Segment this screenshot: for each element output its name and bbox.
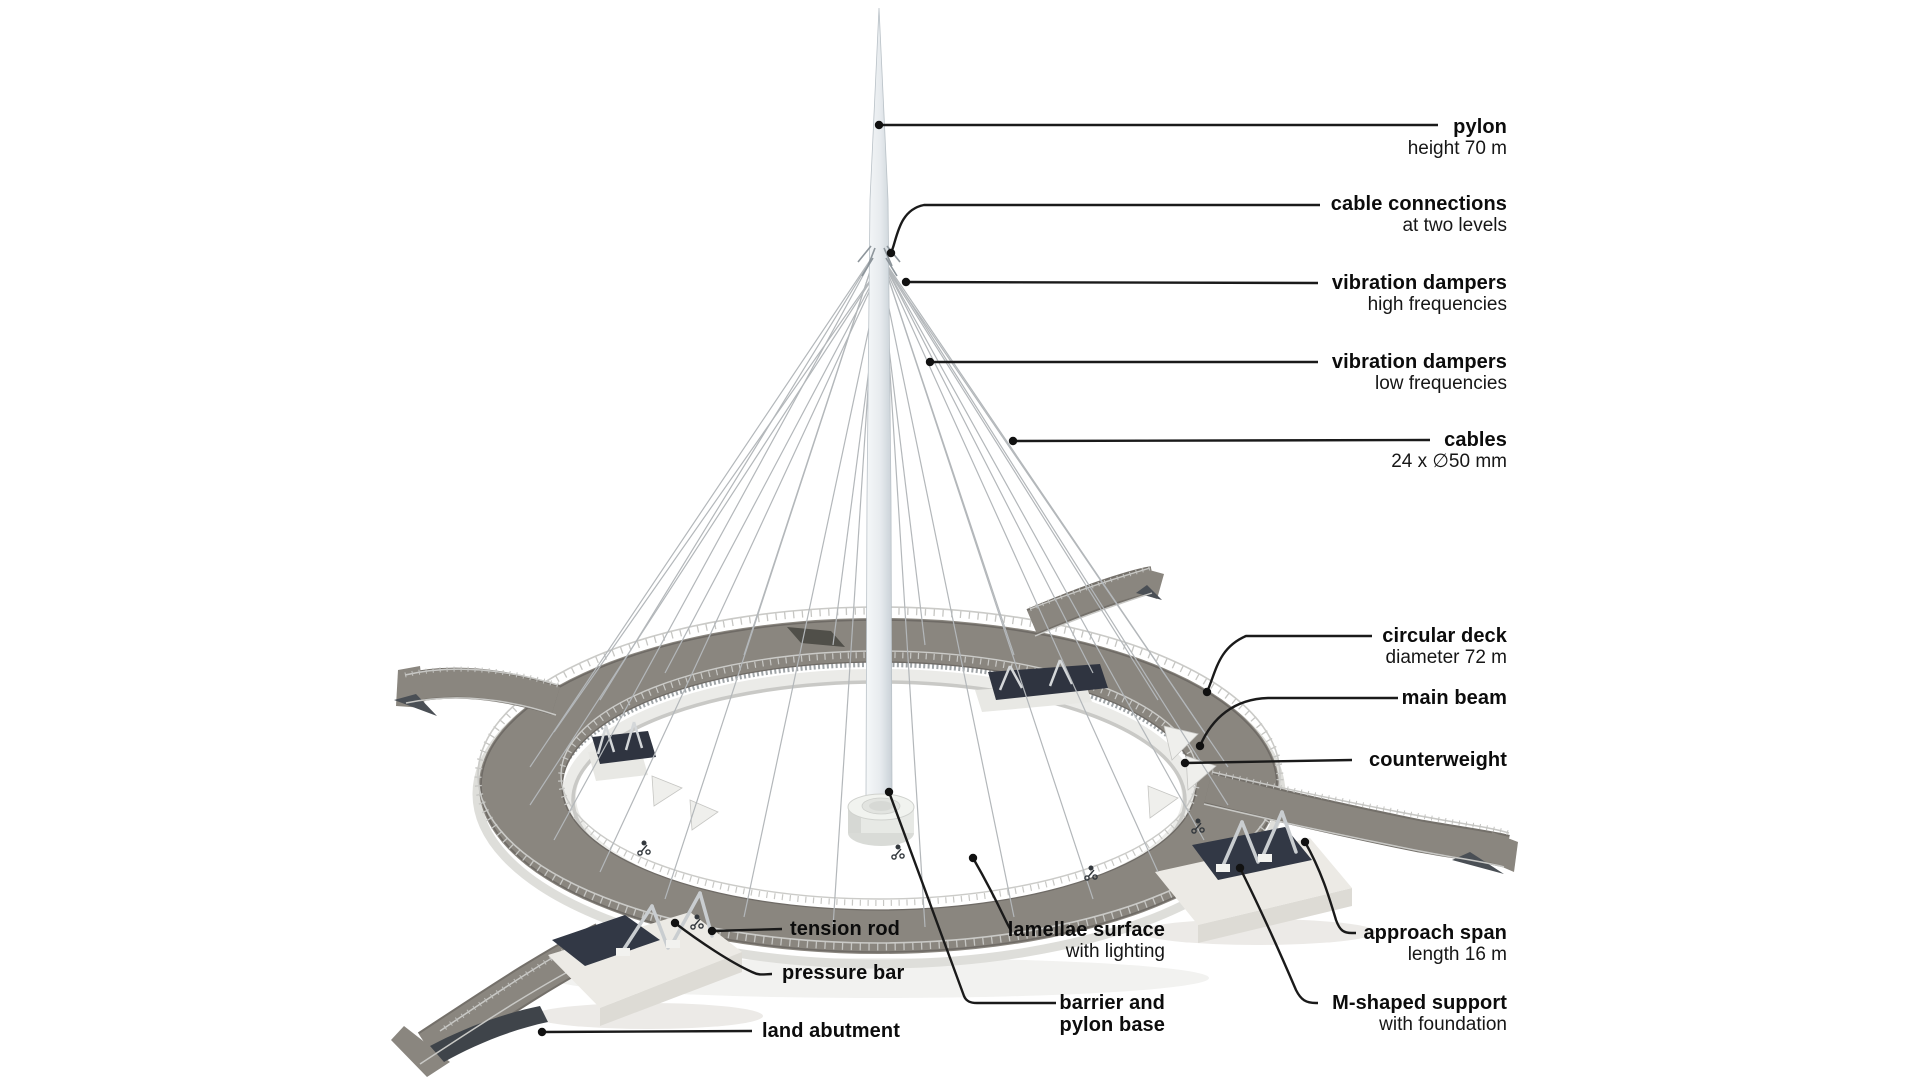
label-subtitle: with lighting: [1065, 941, 1165, 962]
label-pressure-bar: pressure bar: [782, 962, 904, 984]
ramp-east: [1203, 769, 1518, 874]
label-pylon: pylon height 70 m: [1408, 116, 1507, 160]
label-title: pressure bar: [782, 962, 905, 984]
label-counterweight: counterweight: [1369, 749, 1507, 771]
label-subtitle: with foundation: [1379, 1014, 1507, 1035]
leader-lines: [541, 123, 1438, 1034]
pylon-shadow: [787, 627, 845, 647]
approach-ramps: [391, 565, 1518, 1077]
cyclists: [637, 818, 1205, 930]
ramp-northeast: [1026, 565, 1164, 637]
counterweights: [651, 725, 1217, 831]
label-title: lamellae surface: [1007, 919, 1165, 941]
label-title: barrier and: [1059, 992, 1165, 1014]
label-subtitle: high frequencies: [1367, 294, 1507, 315]
label-title: circular deck: [1382, 625, 1507, 647]
label-title: land abutment: [762, 1020, 900, 1042]
label-cables: cables 24 x ∅50 mm: [1391, 429, 1507, 473]
pylon-base: [847, 793, 915, 846]
label-title: M-shaped support: [1332, 992, 1507, 1014]
ramp-west: [394, 666, 561, 716]
label-subtitle: height 70 m: [1407, 138, 1507, 159]
m-support-rods-east: [1220, 810, 1298, 870]
label-title: pylon: [1453, 116, 1507, 138]
label-vibration-dampers-high: vibration dampers high frequencies: [1332, 272, 1507, 316]
label-title: counterweight: [1369, 749, 1507, 771]
label-subtitle: low frequencies: [1374, 373, 1507, 394]
label-title: approach span: [1363, 922, 1507, 944]
label-title: tension rod: [790, 918, 900, 940]
label-main-beam: main beam: [1402, 687, 1507, 709]
label-title: cable connections: [1330, 193, 1507, 215]
label-title-line2: pylon base: [1059, 1014, 1165, 1036]
label-approach-span: approach span length 16 m: [1363, 922, 1507, 966]
label-lamellae-surface: lamellae surface with lighting: [1008, 919, 1165, 963]
label-cable-connections: cable connections at two levels: [1331, 193, 1507, 237]
label-barrier-and-pylon-base: barrier and pylon base: [1059, 992, 1165, 1036]
label-title: cables: [1444, 429, 1507, 451]
label-title: vibration dampers: [1331, 351, 1507, 373]
label-vibration-dampers-low: vibration dampers low frequencies: [1332, 351, 1507, 395]
label-subtitle: at two levels: [1402, 215, 1507, 236]
leader-dots: [537, 120, 1310, 1037]
label-subtitle: diameter 72 m: [1385, 647, 1507, 668]
label-subtitle: length 16 m: [1407, 944, 1507, 965]
label-subtitle: 24 x ∅50 mm: [1391, 451, 1507, 472]
label-land-abutment: land abutment: [762, 1020, 900, 1042]
label-m-shaped-support: M-shaped support with foundation: [1332, 992, 1507, 1036]
label-circular-deck: circular deck diameter 72 m: [1382, 625, 1507, 669]
label-tension-rod: tension rod: [790, 918, 900, 940]
label-title: main beam: [1401, 687, 1507, 709]
cables-group: [529, 249, 1229, 928]
foundation-east: [1155, 810, 1352, 943]
label-title: vibration dampers: [1331, 272, 1507, 294]
